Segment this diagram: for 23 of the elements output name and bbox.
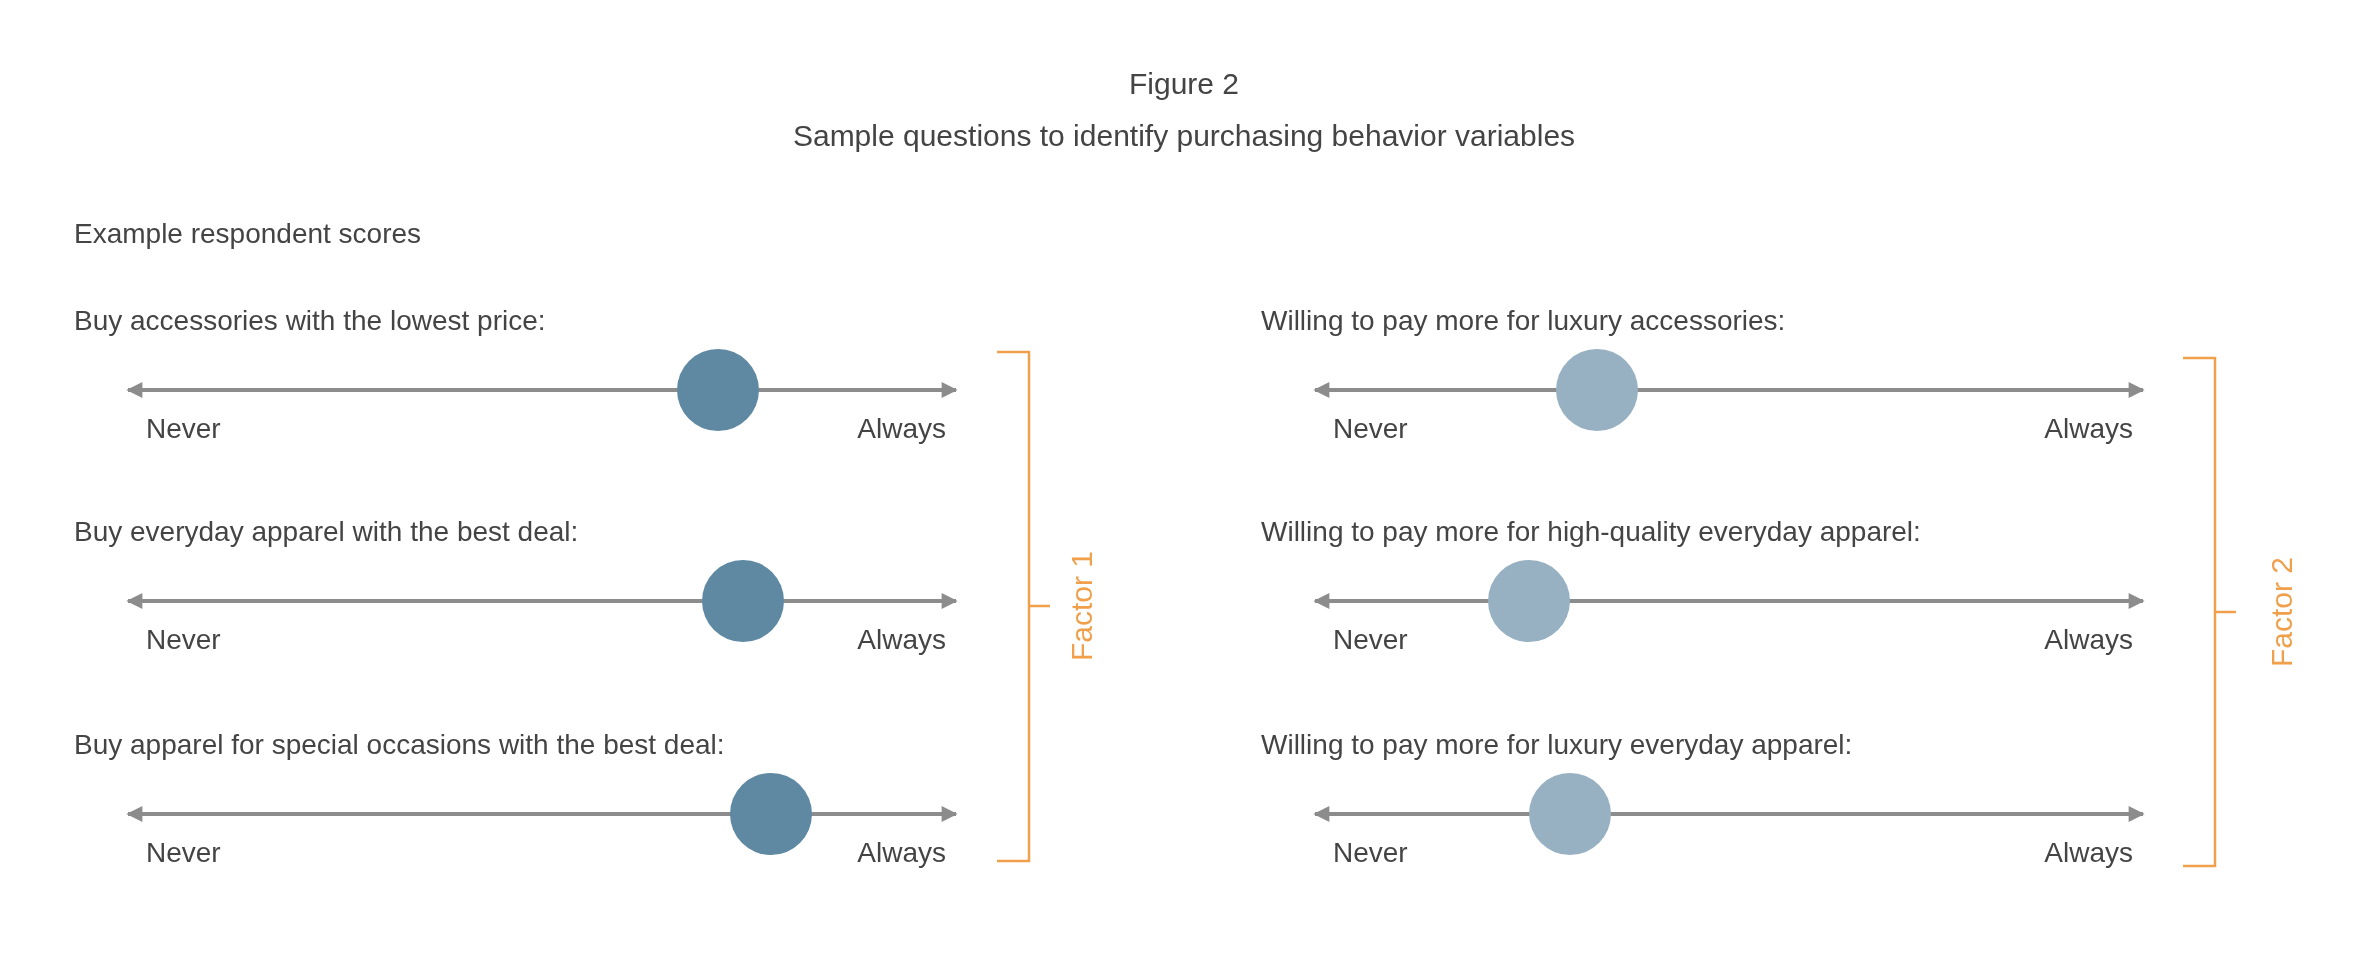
bracket-label: Factor 1 [1064,551,1099,661]
question-text: Buy apparel for special occasions with the best deal: [74,728,725,762]
question-text: Willing to pay more for luxury accessories: [1261,304,1786,338]
scale-min-label: Never [1333,412,1408,446]
question-text: Buy accessories with the lowest price: [74,304,546,338]
scale-max-label: Always [2044,836,2133,870]
scale-min-label: Never [146,836,221,870]
section-heading: Example respondent scores [74,217,422,251]
figure-subtitle: Sample questions to identify purchasing behavior variables [792,118,1576,154]
scale-max-label: Always [857,412,946,446]
scale-max-label: Always [2044,623,2133,657]
figure-title: Figure 2 [1128,66,1240,102]
bracket-label: Factor 2 [2264,557,2299,667]
scale-min-label: Never [1333,623,1408,657]
question-text: Willing to pay more for luxury everyday apparel: [1261,728,1853,762]
scale-max-label: Always [857,836,946,870]
question-text: Buy everyday apparel with the best deal: [74,515,579,549]
question-text: Willing to pay more for high-quality everyday apparel: [1261,515,1921,549]
scale-max-label: Always [857,623,946,657]
scale-min-label: Never [146,623,221,657]
scale-min-label: Never [1333,836,1408,870]
scale-min-label: Never [146,412,221,446]
scale-max-label: Always [2044,412,2133,446]
